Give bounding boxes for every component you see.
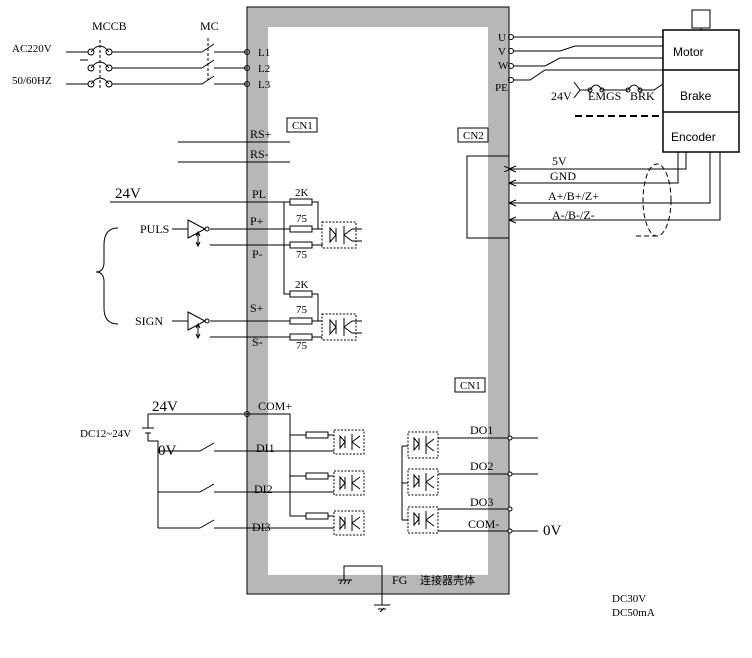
terminal-l3: L3 xyxy=(258,79,271,91)
optocoupler xyxy=(321,313,362,341)
optocoupler xyxy=(333,470,365,496)
resistor-2k-top: 2K xyxy=(295,187,309,199)
cn2-label: CN2 xyxy=(463,130,484,142)
com-minus-label: COM- xyxy=(468,517,499,531)
resistor-75-d: 75 xyxy=(296,340,308,352)
power-input: MCCB MC AC220V 50/60HZ L1 L2 L3 xyxy=(12,19,271,91)
resistor-75-a: 75 xyxy=(296,213,308,225)
frequency-label: 50/60HZ xyxy=(12,75,52,87)
motor-side: Motor Brake Encoder U V W PE 24V EMGS BR… xyxy=(466,9,740,239)
com-plus-label: COM+ xyxy=(258,399,292,413)
terminal-l2: L2 xyxy=(258,63,270,75)
optocoupler xyxy=(333,429,365,455)
optocoupler xyxy=(407,468,439,496)
pulse-input-section: RS+ RS- 24V PL P+ P- S+ S- 2K 75 75 2K 7… xyxy=(95,127,362,352)
di1-label: DI1 xyxy=(256,441,275,455)
brk-label: BRK xyxy=(630,89,655,103)
brake-label: Brake xyxy=(680,89,712,103)
resistor-2k-bottom: 2K xyxy=(295,279,309,291)
rating-voltage: DC30V xyxy=(612,593,646,605)
do-zero-v: 0V xyxy=(543,523,562,539)
terminal-u: U xyxy=(498,32,506,44)
fg-label: FG xyxy=(392,573,408,587)
mc-label: MC xyxy=(200,19,219,33)
rs-plus-label: RS+ xyxy=(250,127,272,141)
p-minus-label: P- xyxy=(252,247,263,261)
di2-label: DI2 xyxy=(254,482,273,496)
rs-minus-label: RS- xyxy=(250,147,269,161)
optocoupler xyxy=(333,510,365,536)
di-supply-24v: 24V xyxy=(152,399,178,415)
puls-label: PULS xyxy=(140,222,169,236)
pl-label: PL xyxy=(252,187,266,201)
shell-label: 连接器壳体 xyxy=(420,573,475,587)
do2-label: DO2 xyxy=(470,459,493,473)
cn1-top-label: CN1 xyxy=(292,120,313,132)
motor-label: Motor xyxy=(673,45,704,59)
terminal-pe: PE xyxy=(495,82,508,94)
cn1-bottom-label: CN1 xyxy=(460,380,481,392)
s-plus-label: S+ xyxy=(250,301,264,315)
fg-ground: FG 连接器壳体 xyxy=(338,565,475,613)
terminal-v: V xyxy=(498,46,506,58)
p-plus-label: P+ xyxy=(250,214,264,228)
do3-label: DO3 xyxy=(470,495,493,509)
emgs-label: EMGS xyxy=(588,89,621,103)
resistor-75-b: 75 xyxy=(296,249,308,261)
enc-5v-label: 5V xyxy=(552,154,567,168)
brake-supply-label: 24V xyxy=(551,89,572,103)
terminal-l1: L1 xyxy=(258,47,270,59)
pulse-supply-label: 24V xyxy=(115,186,141,202)
dc-range-label: DC12~24V xyxy=(80,428,131,440)
mc-contactor xyxy=(201,38,215,85)
do1-label: DO1 xyxy=(470,423,493,437)
digital-output-section: DO1 DO2 DO3 COM- 0V xyxy=(401,423,562,539)
resistor-75-c: 75 xyxy=(296,304,308,316)
mccb-breaker xyxy=(87,40,113,90)
terminal-w: W xyxy=(498,60,509,72)
rating-current: DC50mA xyxy=(612,607,655,619)
optocoupler xyxy=(407,431,439,459)
optocoupler xyxy=(321,221,362,249)
enc-gnd-label: GND xyxy=(550,169,576,183)
sign-label: SIGN xyxy=(135,314,163,328)
s-minus-label: S- xyxy=(252,335,263,349)
mccb-label: MCCB xyxy=(92,19,127,33)
digital-input-section: 24V COM+ DC12~24V 0V DI1 DI2 DI3 xyxy=(80,399,365,536)
encoder-label: Encoder xyxy=(671,130,716,144)
ac-voltage-label: AC220V xyxy=(12,43,52,55)
enc-pos-label: A+/B+/Z+ xyxy=(548,189,599,203)
enc-neg-label: A-/B-/Z- xyxy=(552,208,595,222)
di3-label: DI3 xyxy=(252,520,271,534)
